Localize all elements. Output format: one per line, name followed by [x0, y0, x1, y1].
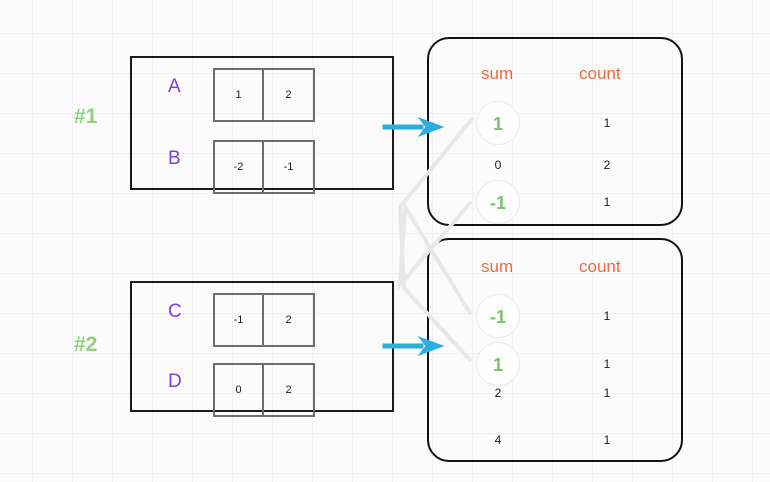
matrix-c-cell-1: 2 — [285, 314, 292, 326]
matrix-b-cell-0: -2 — [215, 142, 264, 192]
panel-1-row-1-count: 2 — [603, 158, 611, 172]
panel-1-row-0-count: 1 — [603, 116, 611, 130]
panel-1-row-2-sum: -1 — [476, 180, 520, 224]
input-box-1: A 1 2 B -2 -1 — [130, 56, 394, 194]
input-box-2: C -1 2 D 0 2 — [130, 281, 394, 417]
panel-2-row-1-count: 1 — [603, 357, 611, 371]
matrix-a: 1 2 — [213, 68, 315, 122]
panel-2-row-0-count: 1 — [603, 309, 611, 323]
result-panel-1: sum count 1 1 0 2 -1 1 — [427, 37, 683, 226]
row-label-c: C — [168, 301, 182, 322]
panel-2-row-3-sum: 4 — [494, 433, 502, 447]
matrix-c-cell-0: -1 — [215, 295, 264, 345]
matrix-a-cell-0: 1 — [215, 70, 264, 120]
panel-2-row-3-count: 1 — [603, 433, 611, 447]
panel-2-header-count: count — [579, 257, 621, 276]
matrix-b: -2 -1 — [213, 140, 315, 194]
matrix-c: -1 2 — [213, 293, 315, 347]
matrix-d: 0 2 — [213, 363, 315, 417]
row-label-a: A — [168, 76, 181, 97]
panel-2-row-2-count: 1 — [603, 386, 611, 400]
panel-1-row-1-sum: 0 — [494, 158, 502, 172]
row-label-d: D — [168, 371, 182, 392]
panel-1-header-count: count — [579, 64, 621, 83]
panel-2-row-0-sum: -1 — [476, 294, 520, 338]
result-panel-2: sum count -1 1 1 1 2 1 4 1 — [427, 238, 683, 462]
matrix-a-cell-1: 2 — [285, 89, 292, 101]
panel-1-header-sum: sum — [481, 64, 514, 83]
section-marker-2: #2 — [74, 333, 98, 356]
matrix-b-cell-1: -1 — [283, 161, 294, 173]
panel-2-row-1-sum: 1 — [476, 342, 520, 386]
matrix-d-cell-1: 2 — [285, 384, 292, 396]
section-marker-1: #1 — [74, 105, 98, 128]
panel-2-header-sum: sum — [481, 257, 514, 276]
matrix-d-cell-0: 0 — [215, 365, 264, 415]
panel-2-row-2-sum: 2 — [494, 386, 502, 400]
row-label-b: B — [168, 148, 181, 169]
panel-1-row-2-count: 1 — [603, 195, 611, 209]
panel-1-row-0-sum: 1 — [476, 101, 520, 145]
